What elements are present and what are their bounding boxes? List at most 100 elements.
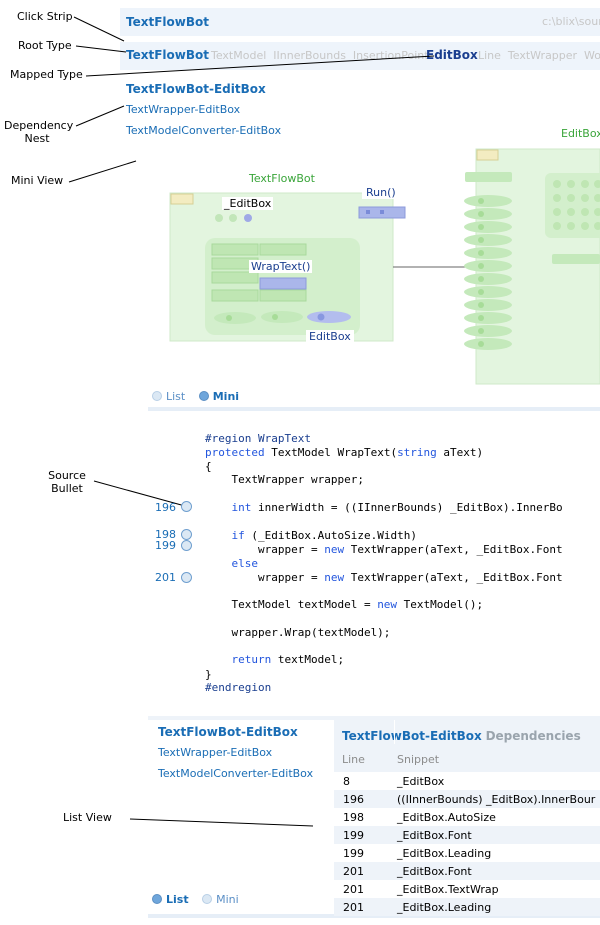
- keyword-protected: protected: [205, 446, 265, 459]
- table-row[interactable]: 198 _EditBox.AutoSize: [334, 808, 600, 826]
- source-bullet[interactable]: [181, 501, 192, 512]
- code-line: int innerWidth = ((IInnerBounds) _EditBo…: [231, 501, 563, 514]
- click-strip[interactable]: [120, 8, 600, 36]
- view-toggle-top: List Mini: [152, 390, 239, 403]
- toggle-list-option[interactable]: List: [152, 893, 189, 906]
- mini-editbox-ovals: [464, 195, 512, 350]
- table-row[interactable]: 201 _EditBox.Leading: [334, 898, 600, 916]
- callout-leaders: [68, 16, 435, 827]
- callout-root-type: Root Type: [18, 39, 72, 52]
- table-row[interactable]: 201_EditBox.TextWrap: [334, 880, 600, 898]
- row-snippet: _EditBox.Leading: [397, 901, 492, 914]
- mapped-type[interactable]: EditBox: [426, 48, 478, 62]
- code-line: TextWrapper wrapper;: [205, 473, 364, 486]
- radio-icon: [152, 391, 162, 401]
- toggle-mini-option[interactable]: Mini: [198, 390, 240, 403]
- callout-click-strip: Click Strip: [17, 10, 73, 23]
- mini-editbox-class-label: EditBox: [561, 127, 600, 140]
- mini-editbox-field-label: _EditBox: [222, 197, 274, 210]
- table-row[interactable]: 201 _EditBox.Font: [334, 862, 600, 880]
- column-header-snippet[interactable]: Snippet: [397, 753, 440, 766]
- code-line: else: [205, 557, 259, 570]
- radio-icon: [152, 894, 162, 904]
- toggle-mini-label: Mini: [212, 390, 240, 403]
- table-row[interactable]: 199_EditBox.Font: [334, 826, 600, 844]
- mini-run-label[interactable]: Run(): [362, 186, 400, 199]
- table-row[interactable]: 199_EditBox.Leading: [334, 844, 600, 862]
- keyword-return: return: [231, 653, 272, 666]
- list-nest-child[interactable]: TextModelConverter-EditBox: [158, 767, 314, 780]
- callout-source-bullet-line1: Source: [48, 469, 86, 482]
- callout-dependency-nest-line2: Nest: [24, 132, 50, 145]
- dependencies-col-divider: [394, 720, 395, 744]
- dependencies-rows: 8_EditBox 196((IInnerBounds) _EditBox).I…: [334, 772, 600, 916]
- root-type[interactable]: TextFlowBot: [126, 48, 209, 62]
- keyword-string: string: [397, 446, 437, 459]
- toggle-list-option[interactable]: List: [152, 390, 185, 403]
- toggle-list-label: List: [166, 893, 189, 906]
- row-line: 199: [343, 847, 364, 860]
- mini-dot: [244, 214, 252, 222]
- code-line: protected TextModel WrapText(string aTex…: [205, 446, 484, 459]
- line-number: 199: [155, 539, 176, 552]
- keyword-new: new: [377, 598, 398, 611]
- line-number: 201: [155, 571, 176, 584]
- mini-editbox-local-label: EditBox: [306, 330, 354, 343]
- dependencies-header: TextFlowBot-EditBox Dependencies: [342, 729, 581, 743]
- keyword-else: else: [231, 557, 259, 570]
- row-snippet: _EditBox.AutoSize: [397, 811, 496, 824]
- source-bullet[interactable]: [181, 529, 192, 540]
- source-bullet[interactable]: [181, 540, 192, 551]
- table-row[interactable]: 196((IInnerBounds) _EditBox).InnerBour: [334, 790, 600, 808]
- callout-dependency-nest-line1: Dependency: [4, 119, 74, 132]
- mini-bars: [211, 243, 307, 302]
- code-line: TextModel textModel = new TextModel();: [205, 598, 484, 611]
- code-line: #endregion: [205, 681, 272, 694]
- list-nest-child[interactable]: TextWrapper-EditBox: [158, 746, 273, 759]
- nest-root[interactable]: TextFlowBot-EditBox: [126, 82, 266, 96]
- line-number: 198: [155, 528, 176, 541]
- nest-child[interactable]: TextWrapper-EditBox: [126, 103, 241, 116]
- source-bullet[interactable]: [181, 572, 192, 583]
- list-nest-panel: TextFlowBot-EditBox TextWrapper-EditBox …: [148, 720, 334, 914]
- callout-mapped-type: Mapped Type: [10, 68, 83, 81]
- row-line: 198: [343, 811, 364, 824]
- code-line: wrapper = new TextWrapper(aText, _EditBo…: [205, 571, 563, 584]
- list-view-bottom-bar: [148, 914, 600, 918]
- callout-list-view: List View: [63, 811, 112, 824]
- row-line: 201: [343, 865, 364, 878]
- line-number: 196: [155, 501, 176, 514]
- column-header-line[interactable]: Line: [342, 753, 365, 766]
- list-nest-root[interactable]: TextFlowBot-EditBox: [158, 725, 298, 739]
- code-line: }: [205, 668, 212, 681]
- list-panel-top-bar: [148, 716, 600, 720]
- mini-dot: [229, 214, 237, 222]
- row-snippet: _EditBox.Font: [397, 829, 472, 842]
- row-snippet: _EditBox.Font: [397, 865, 472, 878]
- row-line: 201: [343, 901, 364, 914]
- view-toggle-bottom: List Mini: [152, 893, 239, 906]
- toggle-mini-label: Mini: [216, 893, 239, 906]
- row-line: 196: [343, 793, 364, 806]
- strip-types-after[interactable]: Line TextWrapper Wor: [478, 49, 600, 62]
- strip-types[interactable]: TextModel IInnerBounds InsertionPoint: [211, 49, 429, 62]
- row-line: 201: [343, 883, 364, 896]
- table-row[interactable]: 8_EditBox: [334, 772, 600, 790]
- dependencies-title: TextFlowBot-EditBox: [342, 729, 482, 743]
- keyword-int: int: [231, 501, 252, 514]
- type-strip[interactable]: [120, 42, 600, 70]
- nest-child[interactable]: TextModelConverter-EditBox: [126, 124, 282, 137]
- code-line: {: [205, 460, 212, 473]
- callout-dependency-nest: Dependency Nest: [4, 119, 74, 145]
- keyword-new: new: [324, 571, 345, 584]
- callout-source-bullet: Source Bullet: [42, 469, 92, 495]
- strip-path: c:\blix\sour: [542, 15, 600, 28]
- code-line: wrapper.Wrap(textModel);: [205, 626, 391, 639]
- mini-textflowbot-tab: [170, 193, 194, 205]
- code-line: #region WrapText: [205, 432, 311, 445]
- keyword-if: if: [231, 529, 245, 542]
- toggle-mini-option[interactable]: Mini: [202, 893, 239, 906]
- mini-editbox-grid: [553, 180, 600, 230]
- mini-wraptext-label[interactable]: WrapText(): [249, 260, 313, 273]
